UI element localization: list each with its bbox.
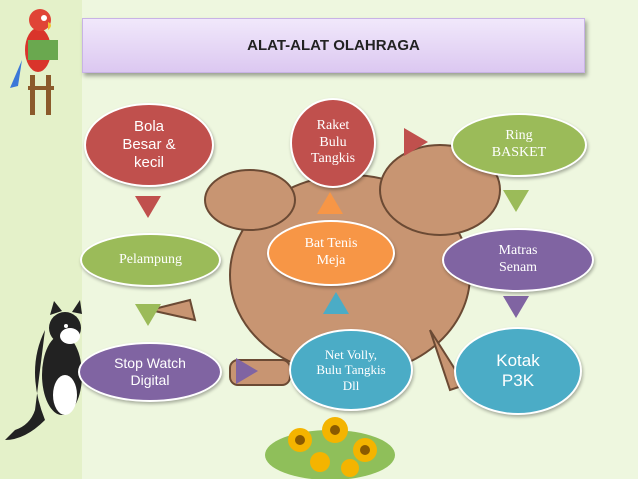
parrot-reading-icon (10, 9, 58, 115)
node-matras: Matras Senam (442, 228, 594, 292)
arrow-down-icon (135, 304, 161, 326)
node-bat-tenis-label: Bat Tenis Meja (304, 236, 358, 268)
node-pelampung: Pelampung (80, 233, 221, 287)
node-matras-label: Matras Senam (498, 243, 538, 275)
node-kotak-label: Kotak P3K (496, 350, 540, 390)
arrow-right-icon (236, 358, 258, 384)
arrow-down-icon (503, 296, 529, 318)
node-ring-label: Ring BASKET (491, 128, 547, 160)
node-raket: Raket Bulu Tangkis (290, 98, 376, 188)
node-pelampung-label: Pelampung (119, 251, 182, 267)
arrow-down-icon (135, 196, 161, 218)
node-bola-label: Bola Besar & kecil (122, 118, 176, 171)
node-net-volly: Net Volly, Bulu Tangkis Dll (289, 329, 413, 411)
node-stopwatch-label: Stop Watch Digital (114, 355, 186, 388)
node-ring: Ring BASKET (451, 113, 587, 177)
arrow-down-icon (503, 190, 529, 212)
flowers-decoration (265, 417, 395, 479)
page-title: ALAT-ALAT OLAHRAGA (247, 37, 420, 54)
cat-cartoon-icon (5, 300, 82, 440)
title-bar: ALAT-ALAT OLAHRAGA (82, 18, 585, 73)
node-net-volly-label: Net Volly, Bulu Tangkis Dll (316, 346, 386, 393)
node-raket-label: Raket Bulu Tangkis (310, 117, 356, 167)
node-kotak: Kotak P3K (454, 327, 582, 415)
arrow-up-icon (317, 192, 343, 214)
node-bat-tenis: Bat Tenis Meja (267, 220, 395, 286)
arrow-right-icon (404, 128, 428, 156)
node-stopwatch: Stop Watch Digital (78, 342, 222, 402)
node-bola: Bola Besar & kecil (84, 103, 214, 187)
arrow-up-icon (323, 292, 349, 314)
